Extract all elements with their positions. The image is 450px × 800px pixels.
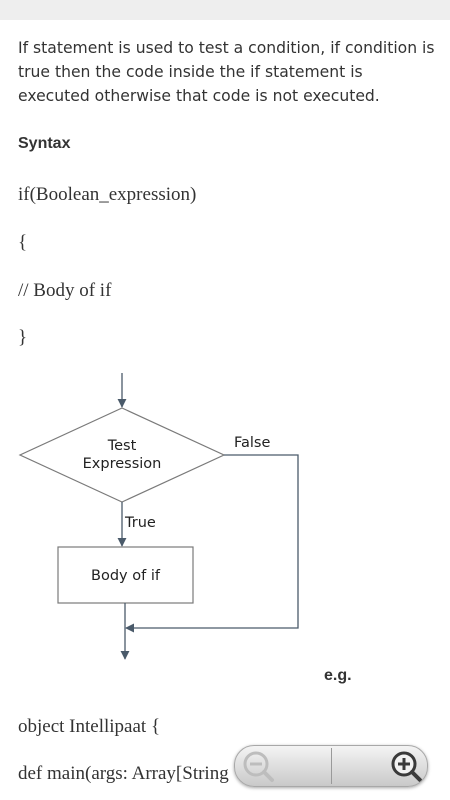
zoom-controls [234, 745, 428, 787]
true-label: True [124, 515, 156, 531]
decision-label-line1: Test [107, 438, 137, 454]
decision-diamond [18, 407, 226, 503]
zoom-in-icon [391, 751, 422, 782]
example-line-main: def main(args: Array[String [18, 763, 229, 784]
top-strip [0, 0, 450, 20]
process-box [57, 546, 194, 604]
code-line-comment: // Body of if [18, 280, 112, 301]
zoom-divider [331, 748, 332, 784]
zoom-out-icon [243, 751, 274, 782]
process-label: Body of if [91, 568, 161, 584]
decision-label-line2: Expression [83, 456, 162, 472]
false-label: False [234, 435, 270, 451]
example-label: e.g. [324, 667, 352, 684]
code-line-if: if(Boolean_expression) [18, 184, 197, 205]
zoom-in-button[interactable] [331, 746, 427, 786]
code-line-close-brace: } [18, 327, 28, 348]
syntax-heading: Syntax [18, 135, 71, 152]
example-line-object: object Intellipaat { [18, 716, 161, 737]
intro-paragraph: If statement is used to test a condition… [18, 39, 435, 105]
zoom-out-button[interactable] [235, 746, 331, 786]
false-path-arrow [125, 454, 299, 633]
if-flowchart: Test Expression False True Body of if [18, 373, 299, 660]
code-line-open-brace: { [18, 232, 28, 253]
